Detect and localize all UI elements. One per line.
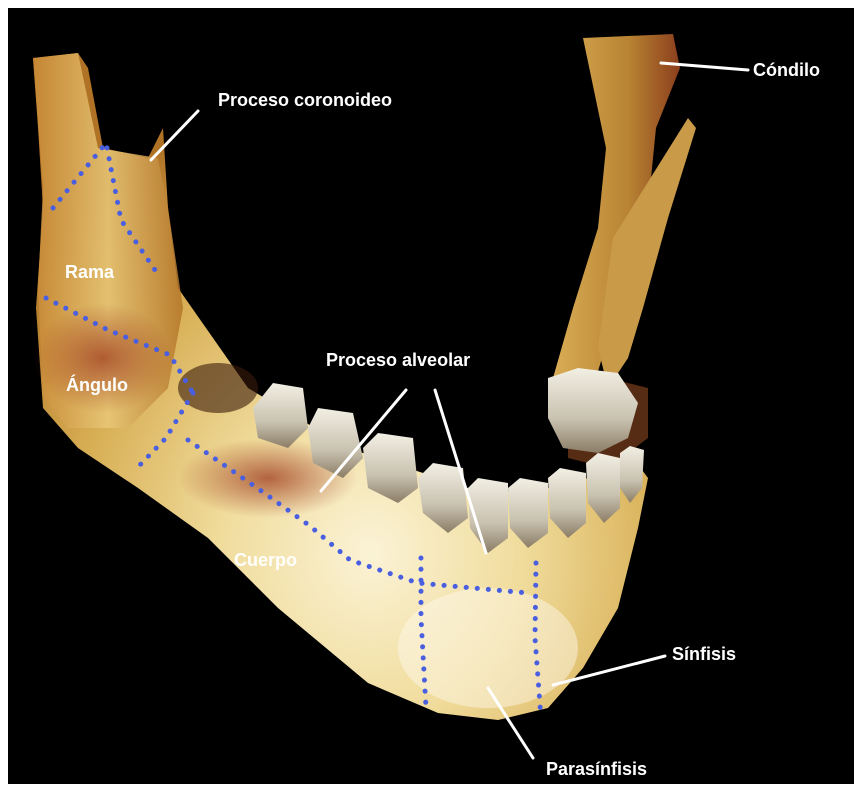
label-cuerpo: Cuerpo	[234, 550, 297, 570]
label-angulo: Ángulo	[66, 374, 128, 395]
label-rama: Rama	[65, 262, 115, 282]
mandible-illustration: Cóndilo Proceso coronoideo Rama Ángulo P…	[8, 8, 854, 784]
label-proceso-coronoideo: Proceso coronoideo	[218, 90, 392, 110]
mandible-3d-render: Cóndilo Proceso coronoideo Rama Ángulo P…	[8, 8, 854, 784]
coronoideo-leader-line	[151, 111, 198, 160]
label-parasinfisis: Parasínfisis	[546, 759, 647, 779]
label-condilo: Cóndilo	[753, 60, 820, 80]
label-proceso-alveolar: Proceso alveolar	[326, 350, 470, 370]
label-sinfisis: Sínfisis	[672, 644, 736, 664]
